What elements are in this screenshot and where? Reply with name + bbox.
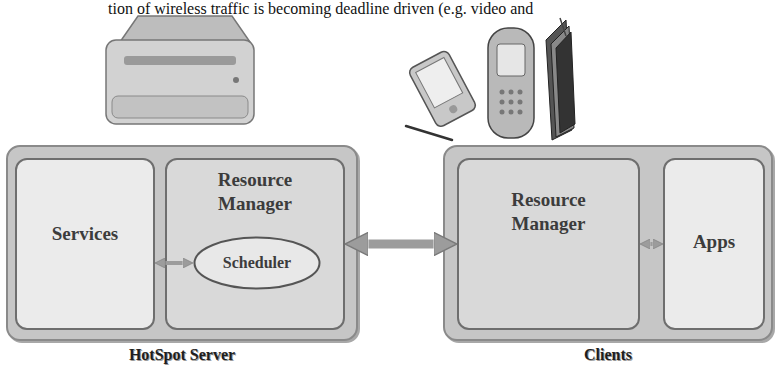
double-arrow <box>165 261 182 265</box>
box-label: Apps <box>665 230 763 254</box>
services-box: Services <box>15 158 155 330</box>
panel-title: Clients <box>445 345 771 365</box>
phone-device <box>488 28 534 138</box>
server-panel: HotSpot ServerServicesResource ManagerSc… <box>6 145 358 341</box>
server-body <box>106 40 254 124</box>
server-top <box>120 16 250 42</box>
server-device <box>106 16 254 124</box>
pda-body <box>408 49 478 128</box>
server-tray <box>112 96 248 118</box>
panel-title: HotSpot Server <box>8 345 356 365</box>
box-label: Resource Manager <box>195 168 315 216</box>
box-label: Services <box>17 222 153 246</box>
fold-panel <box>551 26 574 137</box>
resource-manager-box: Resource ManagerScheduler <box>165 158 345 330</box>
ellipse-shape <box>195 238 320 289</box>
phone-screen <box>497 44 525 76</box>
resource-manager-box: Resource Manager <box>457 158 640 330</box>
apps-box: Apps <box>663 158 765 330</box>
pda-screen <box>416 58 463 108</box>
caption-fragment: tion of wireless traffic is becoming dea… <box>108 0 533 18</box>
pda-button <box>448 104 459 115</box>
phone-keypad <box>500 90 523 115</box>
server-slot <box>124 56 236 65</box>
double-arrow <box>368 240 433 249</box>
pda-device <box>408 49 478 128</box>
server-led <box>233 77 239 83</box>
clients-panel: ClientsResource ManagerApps <box>443 145 773 341</box>
double-arrow <box>650 242 652 246</box>
fold-panel <box>556 32 575 133</box>
box-label: Scheduler <box>223 253 291 273</box>
stylus <box>406 126 452 140</box>
fold-antenna <box>560 18 566 36</box>
box-label: Resource Manager <box>489 188 609 236</box>
folding-device <box>546 18 575 140</box>
phone-body <box>488 28 534 138</box>
scheduler-ellipse: Scheduler <box>193 236 321 290</box>
